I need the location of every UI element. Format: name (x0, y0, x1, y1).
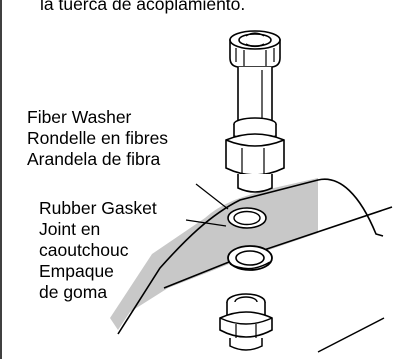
lower-edge-line (317, 317, 385, 353)
fiber-washer-label: Fiber Washer Rondelle en fibres Arandela… (27, 107, 168, 170)
rubber-gasket-label-fr-1: Joint en (39, 219, 101, 239)
hose-tube (237, 67, 273, 123)
inlet-fitting (219, 293, 273, 351)
fiber-washer-label-en: Fiber Washer (27, 107, 132, 127)
tub-edge-line (117, 178, 384, 335)
rubber-gasket-ring (227, 245, 273, 271)
fiber-washer-label-fr: Rondelle en fibres (27, 128, 169, 148)
rubber-gasket-label-fr-2: caoutchouc (39, 240, 129, 260)
rubber-gasket-label-es-2: de goma (39, 282, 108, 302)
rubber-gasket-label-es-1: Empaque (39, 261, 114, 281)
fiber-washer-ring (227, 207, 267, 229)
rubber-gasket-leader (185, 219, 227, 227)
coupling-fitting (229, 30, 281, 68)
fiber-washer-leader (195, 183, 229, 210)
step-caption: la tuerca de acoplamiento. (40, 0, 246, 14)
fiber-washer-label-es: Arandela de fibra (27, 149, 161, 169)
rubber-gasket-label-en: Rubber Gasket (39, 198, 157, 218)
coupling-nut (225, 117, 285, 193)
rubber-gasket-label: Rubber Gasket Joint en caoutchouc Empaqu… (39, 198, 157, 303)
